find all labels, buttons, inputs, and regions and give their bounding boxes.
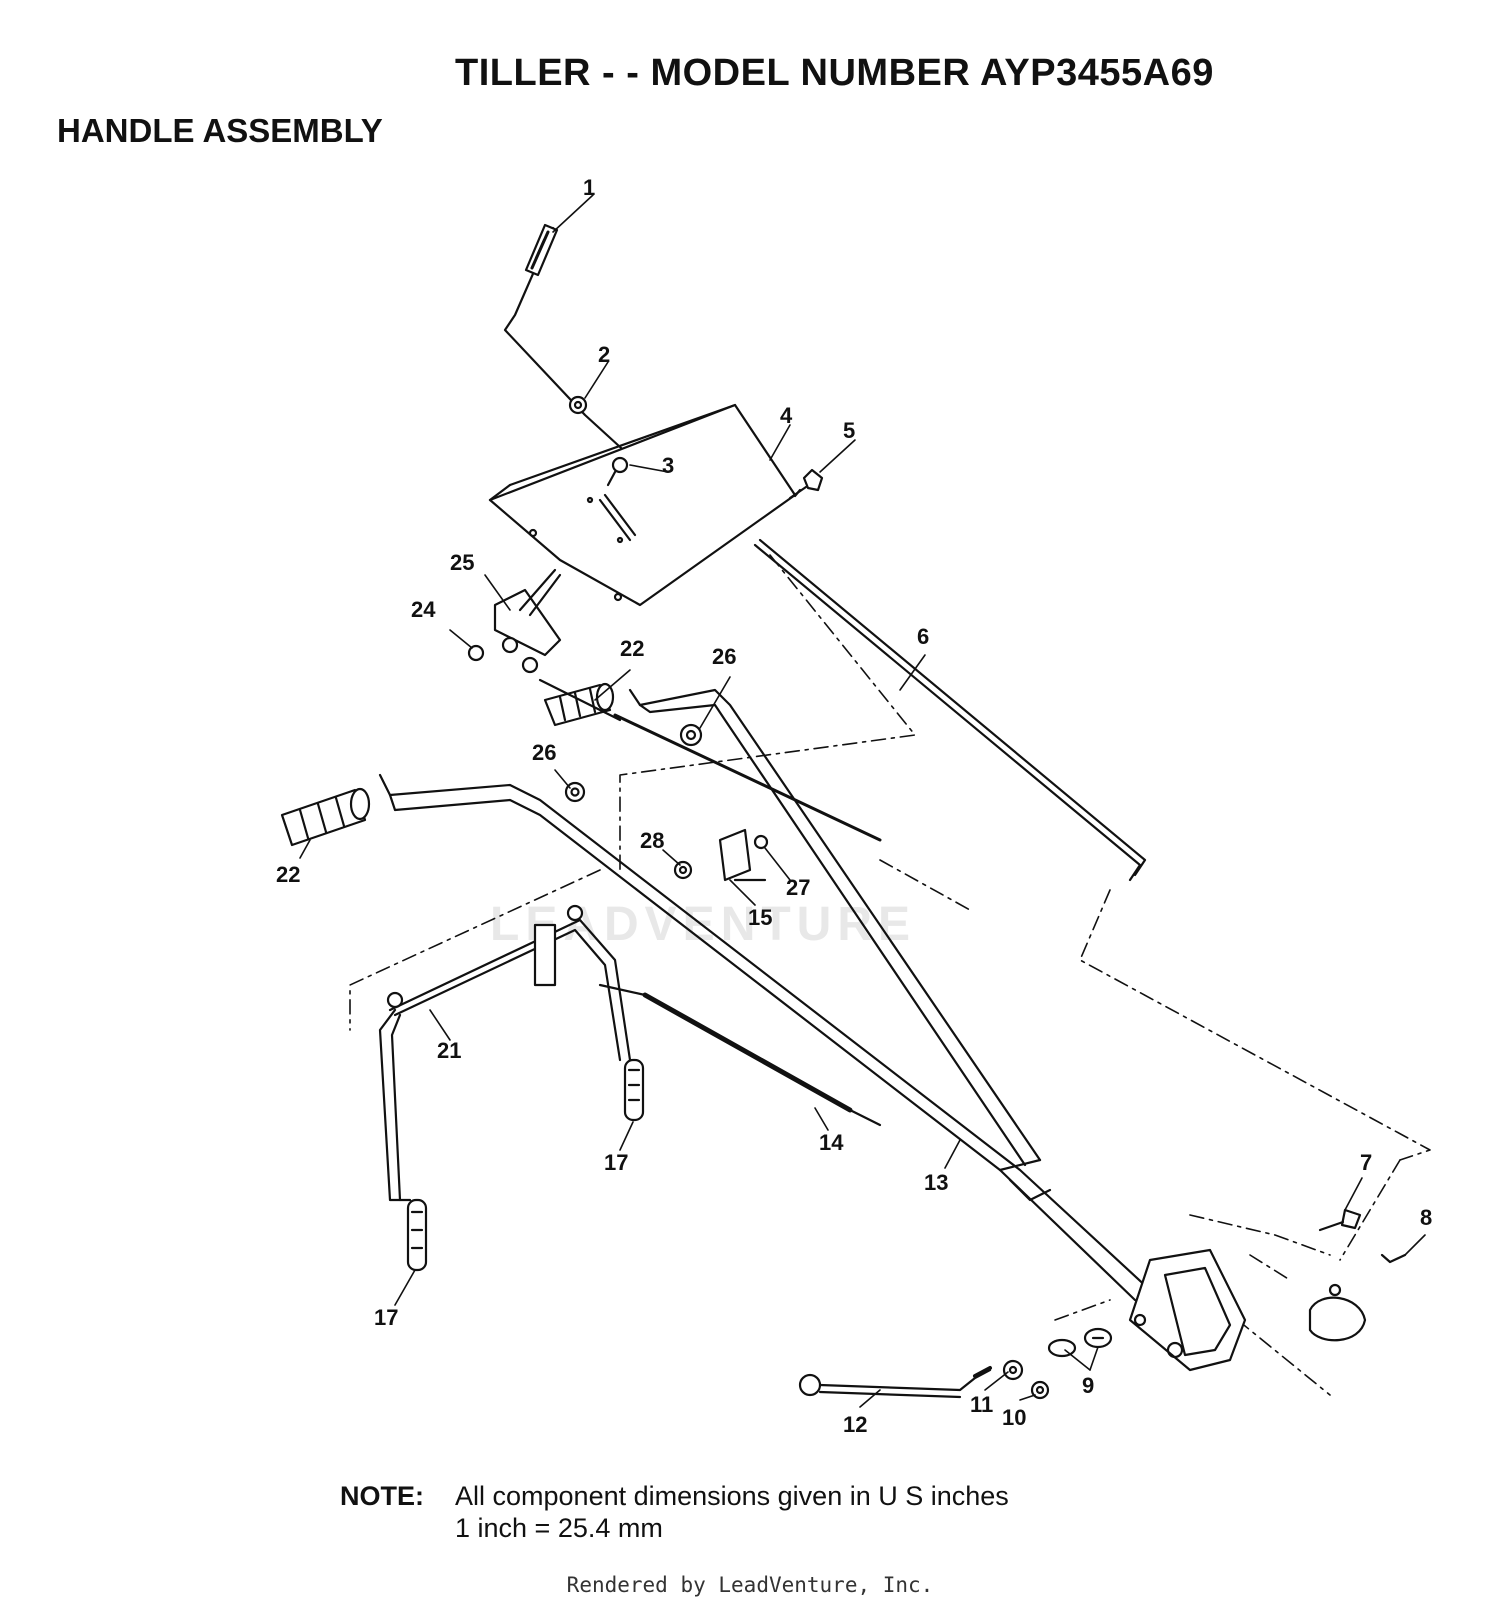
part-17-bail-grip-right <box>623 1058 645 1122</box>
callout-7: 7 <box>1360 1150 1372 1175</box>
part-2-nut <box>568 395 588 415</box>
part-7-bolt <box>1318 1208 1362 1232</box>
part-8-cotter-pin <box>1380 1253 1407 1264</box>
part-11-washer <box>1002 1359 1024 1381</box>
callout-15: 15 <box>748 905 772 930</box>
throttle-cable <box>538 678 882 842</box>
note-label: NOTE: <box>340 1481 424 1511</box>
part-28-nut <box>673 860 693 880</box>
part-4-control-panel <box>488 403 797 607</box>
reference-dashed-lines <box>349 554 1431 1396</box>
callout-21: 21 <box>437 1038 461 1063</box>
engine-bracket <box>1308 1283 1367 1342</box>
callout-27: 27 <box>786 875 810 900</box>
callout-17-right: 17 <box>604 1150 628 1175</box>
callout-14: 14 <box>819 1130 844 1155</box>
callout-25: 25 <box>450 550 474 575</box>
part-10-nut <box>1030 1380 1050 1400</box>
callout-9: 9 <box>1082 1373 1094 1398</box>
part-5-screw <box>788 468 824 500</box>
part-12-adjust-lever <box>798 1366 992 1399</box>
callout-26-upper: 26 <box>712 644 736 669</box>
part-6-control-rod <box>753 538 1147 882</box>
part-21-clutch-bail <box>378 904 632 1202</box>
callout-3: 3 <box>662 453 674 478</box>
part-22-grip-lower <box>280 787 371 847</box>
part-17-bail-grip-left <box>406 1198 428 1272</box>
render-credit: Rendered by LeadVenture, Inc. <box>566 1573 934 1597</box>
part-14-clutch-cable <box>598 983 882 1127</box>
callout-8: 8 <box>1420 1205 1432 1230</box>
note-units: All component dimensions given in U S in… <box>455 1481 1009 1511</box>
callout-26-lower: 26 <box>532 740 556 765</box>
leader-lines <box>299 194 1426 1408</box>
page-title: TILLER - - MODEL NUMBER AYP3455A69 <box>455 52 1214 94</box>
callout-12: 12 <box>843 1412 867 1437</box>
callout-10: 10 <box>1002 1405 1026 1430</box>
part-24-nut <box>467 644 485 662</box>
part-9-adjustment-plates <box>1047 1327 1113 1358</box>
callout-28: 28 <box>640 828 664 853</box>
part-26-nut-upper <box>679 723 703 747</box>
callout-22-upper: 22 <box>620 636 644 661</box>
callout-1: 1 <box>583 175 595 200</box>
callout-labels: 1 2 3 4 5 6 25 24 22 26 26 22 28 27 15 2… <box>276 175 1432 1437</box>
callout-6: 6 <box>917 624 929 649</box>
assembly-title: HANDLE ASSEMBLY <box>57 112 383 149</box>
callout-22-lower: 22 <box>276 862 300 887</box>
callout-13: 13 <box>924 1170 948 1195</box>
part-15-cable-clip <box>718 828 767 882</box>
callout-24: 24 <box>411 597 436 622</box>
part-25-bracket <box>493 568 562 674</box>
callout-4: 4 <box>780 403 793 428</box>
part-13-handle-tube <box>378 688 1152 1302</box>
note-conversion: 1 inch = 25.4 mm <box>455 1513 663 1543</box>
callout-2: 2 <box>598 342 610 367</box>
part-27-washer <box>753 834 769 850</box>
callout-5: 5 <box>843 418 855 443</box>
part-22-grip-upper <box>543 682 615 727</box>
callout-17-left: 17 <box>374 1305 398 1330</box>
part-3-screw <box>606 456 629 487</box>
callout-11: 11 <box>970 1392 993 1417</box>
handle-bracket-housing <box>1128 1248 1247 1372</box>
